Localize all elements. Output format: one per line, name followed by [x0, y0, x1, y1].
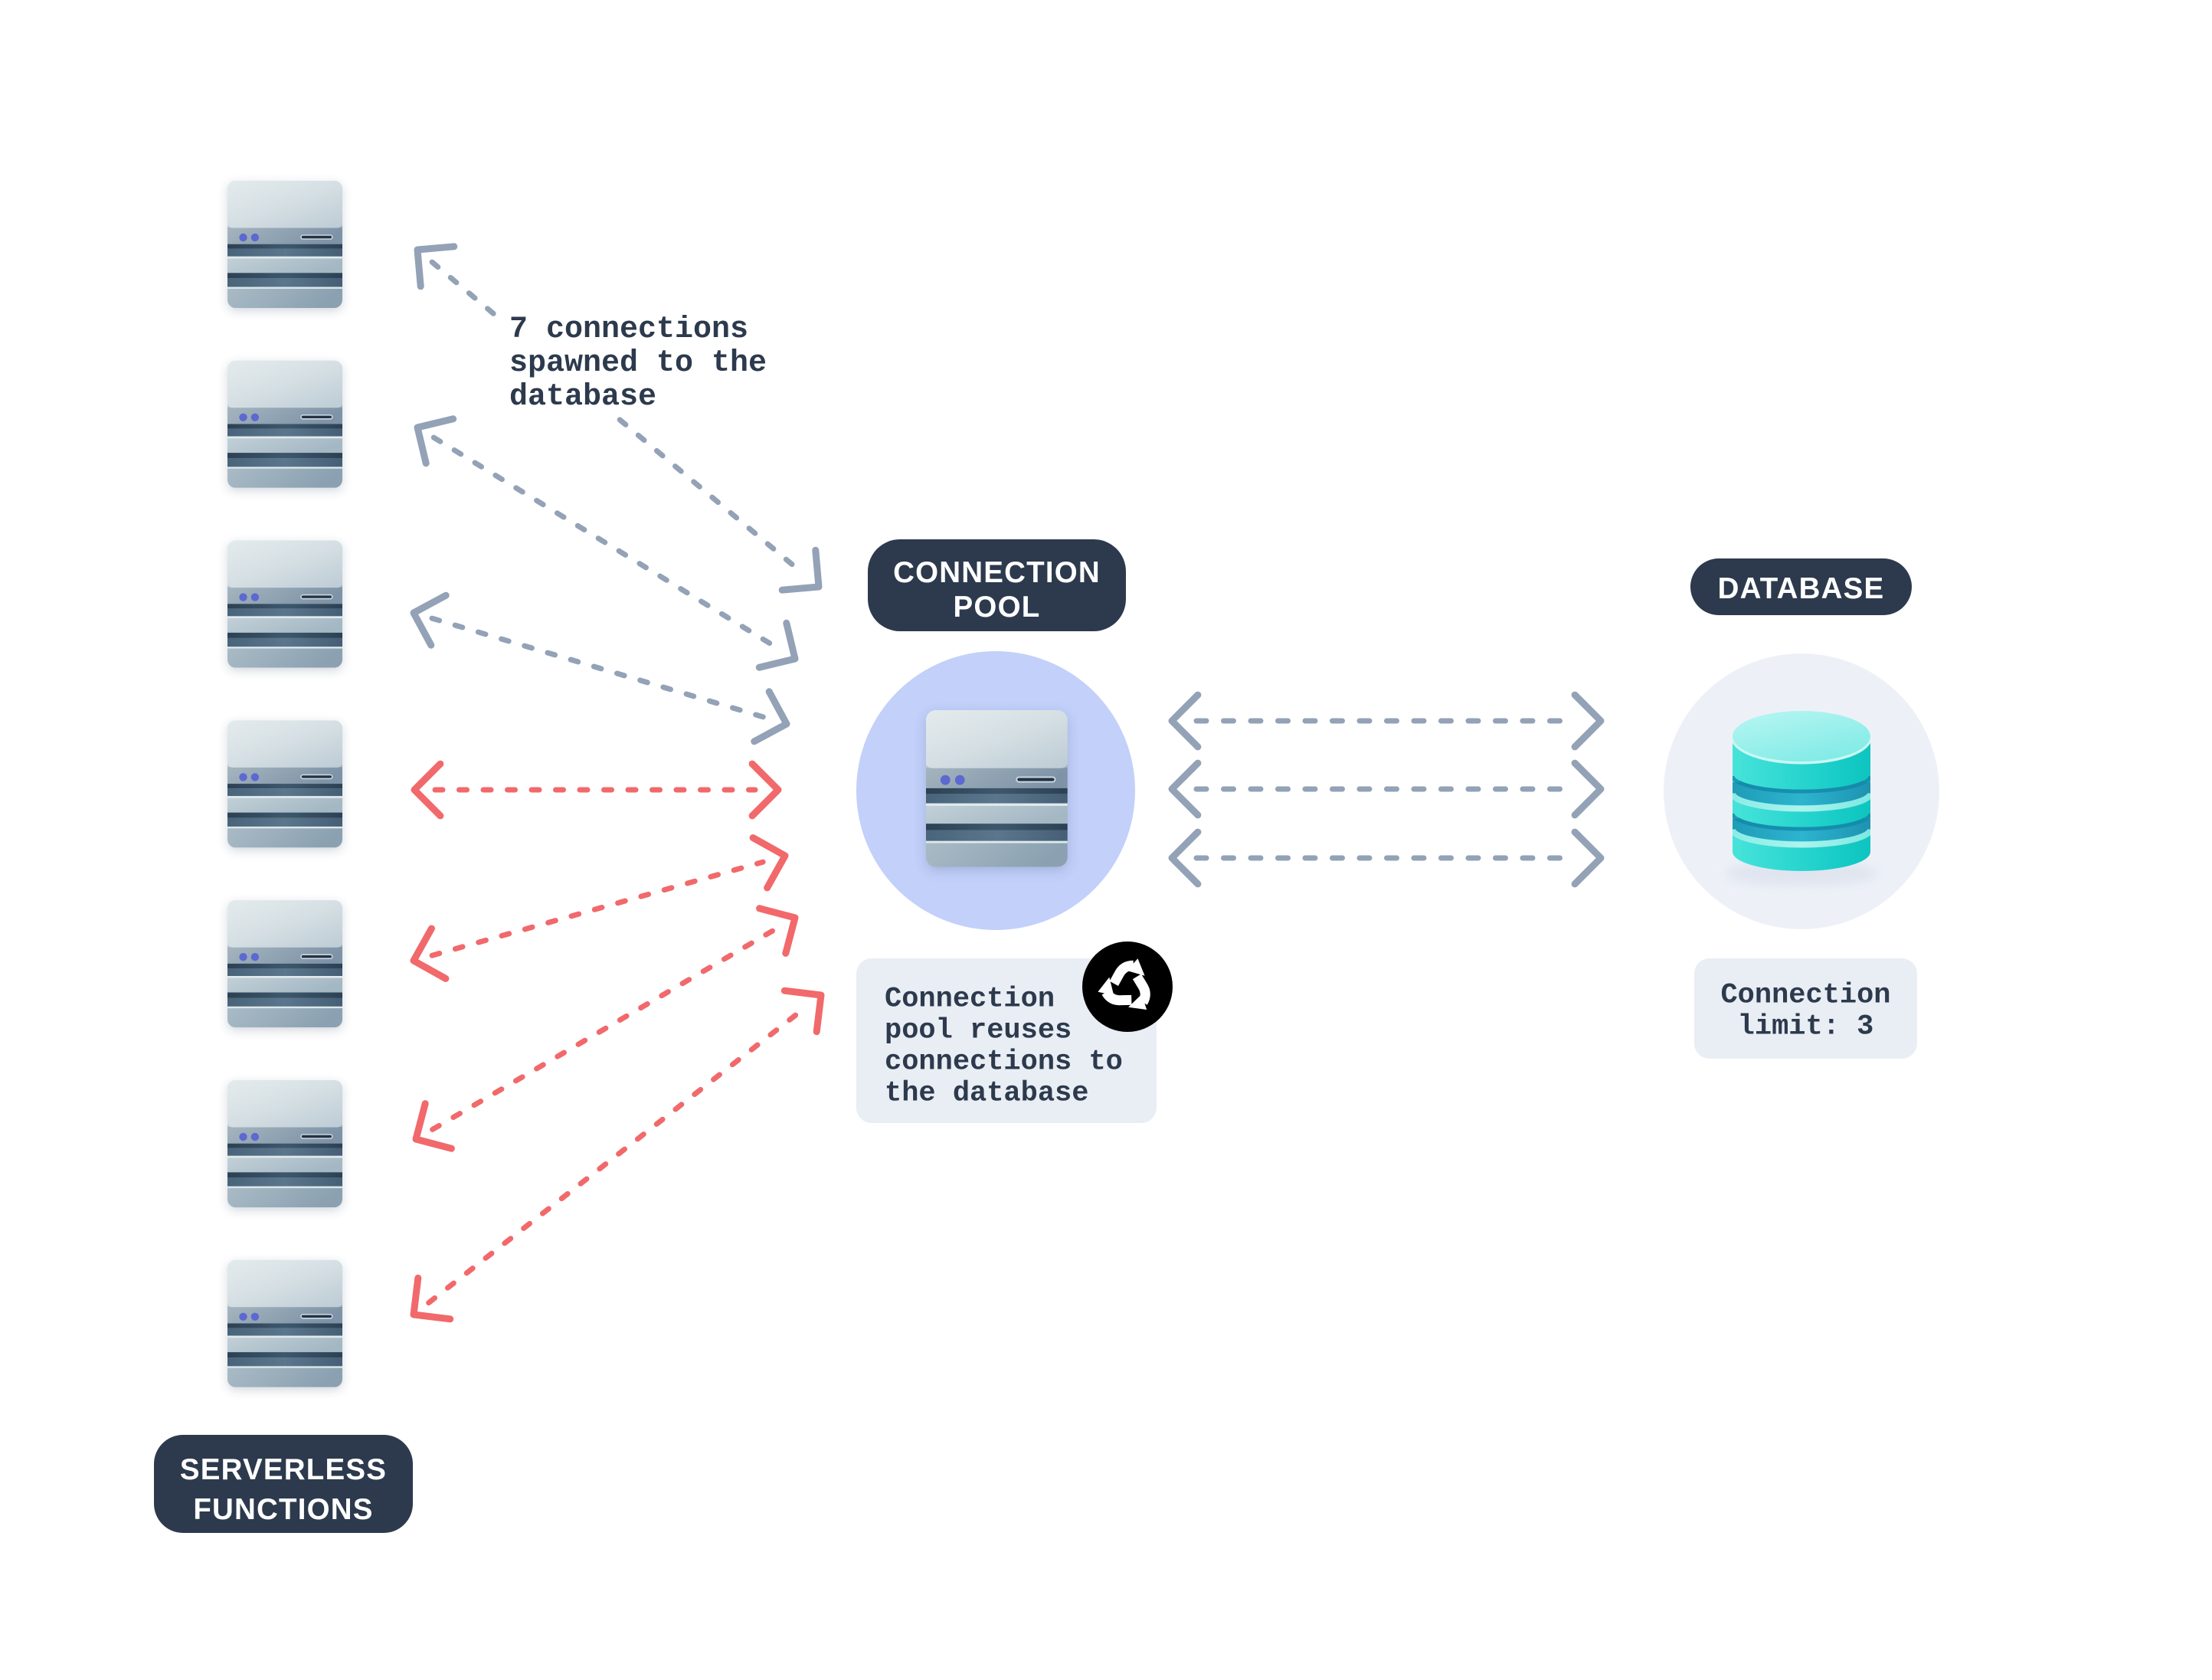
svg-text:pool reuses: pool reuses: [885, 1015, 1072, 1047]
svg-text:limit: 3: limit: 3: [1738, 1011, 1874, 1043]
svg-text:database: database: [509, 380, 656, 414]
svg-text:Connection: Connection: [885, 984, 1055, 1016]
svg-text:spawned to the: spawned to the: [509, 346, 767, 381]
svg-text:SERVERLESS: SERVERLESS: [180, 1453, 387, 1486]
svg-text:the database: the database: [885, 1078, 1088, 1110]
svg-text:POOL: POOL: [954, 591, 1041, 624]
svg-text:FUNCTIONS: FUNCTIONS: [193, 1493, 373, 1526]
svg-text:7 connections: 7 connections: [509, 313, 748, 347]
svg-text:DATABASE: DATABASE: [1718, 572, 1885, 605]
svg-text:CONNECTION: CONNECTION: [893, 556, 1101, 589]
svg-text:Connection: Connection: [1720, 980, 1890, 1012]
svg-text:connections to: connections to: [885, 1046, 1123, 1079]
